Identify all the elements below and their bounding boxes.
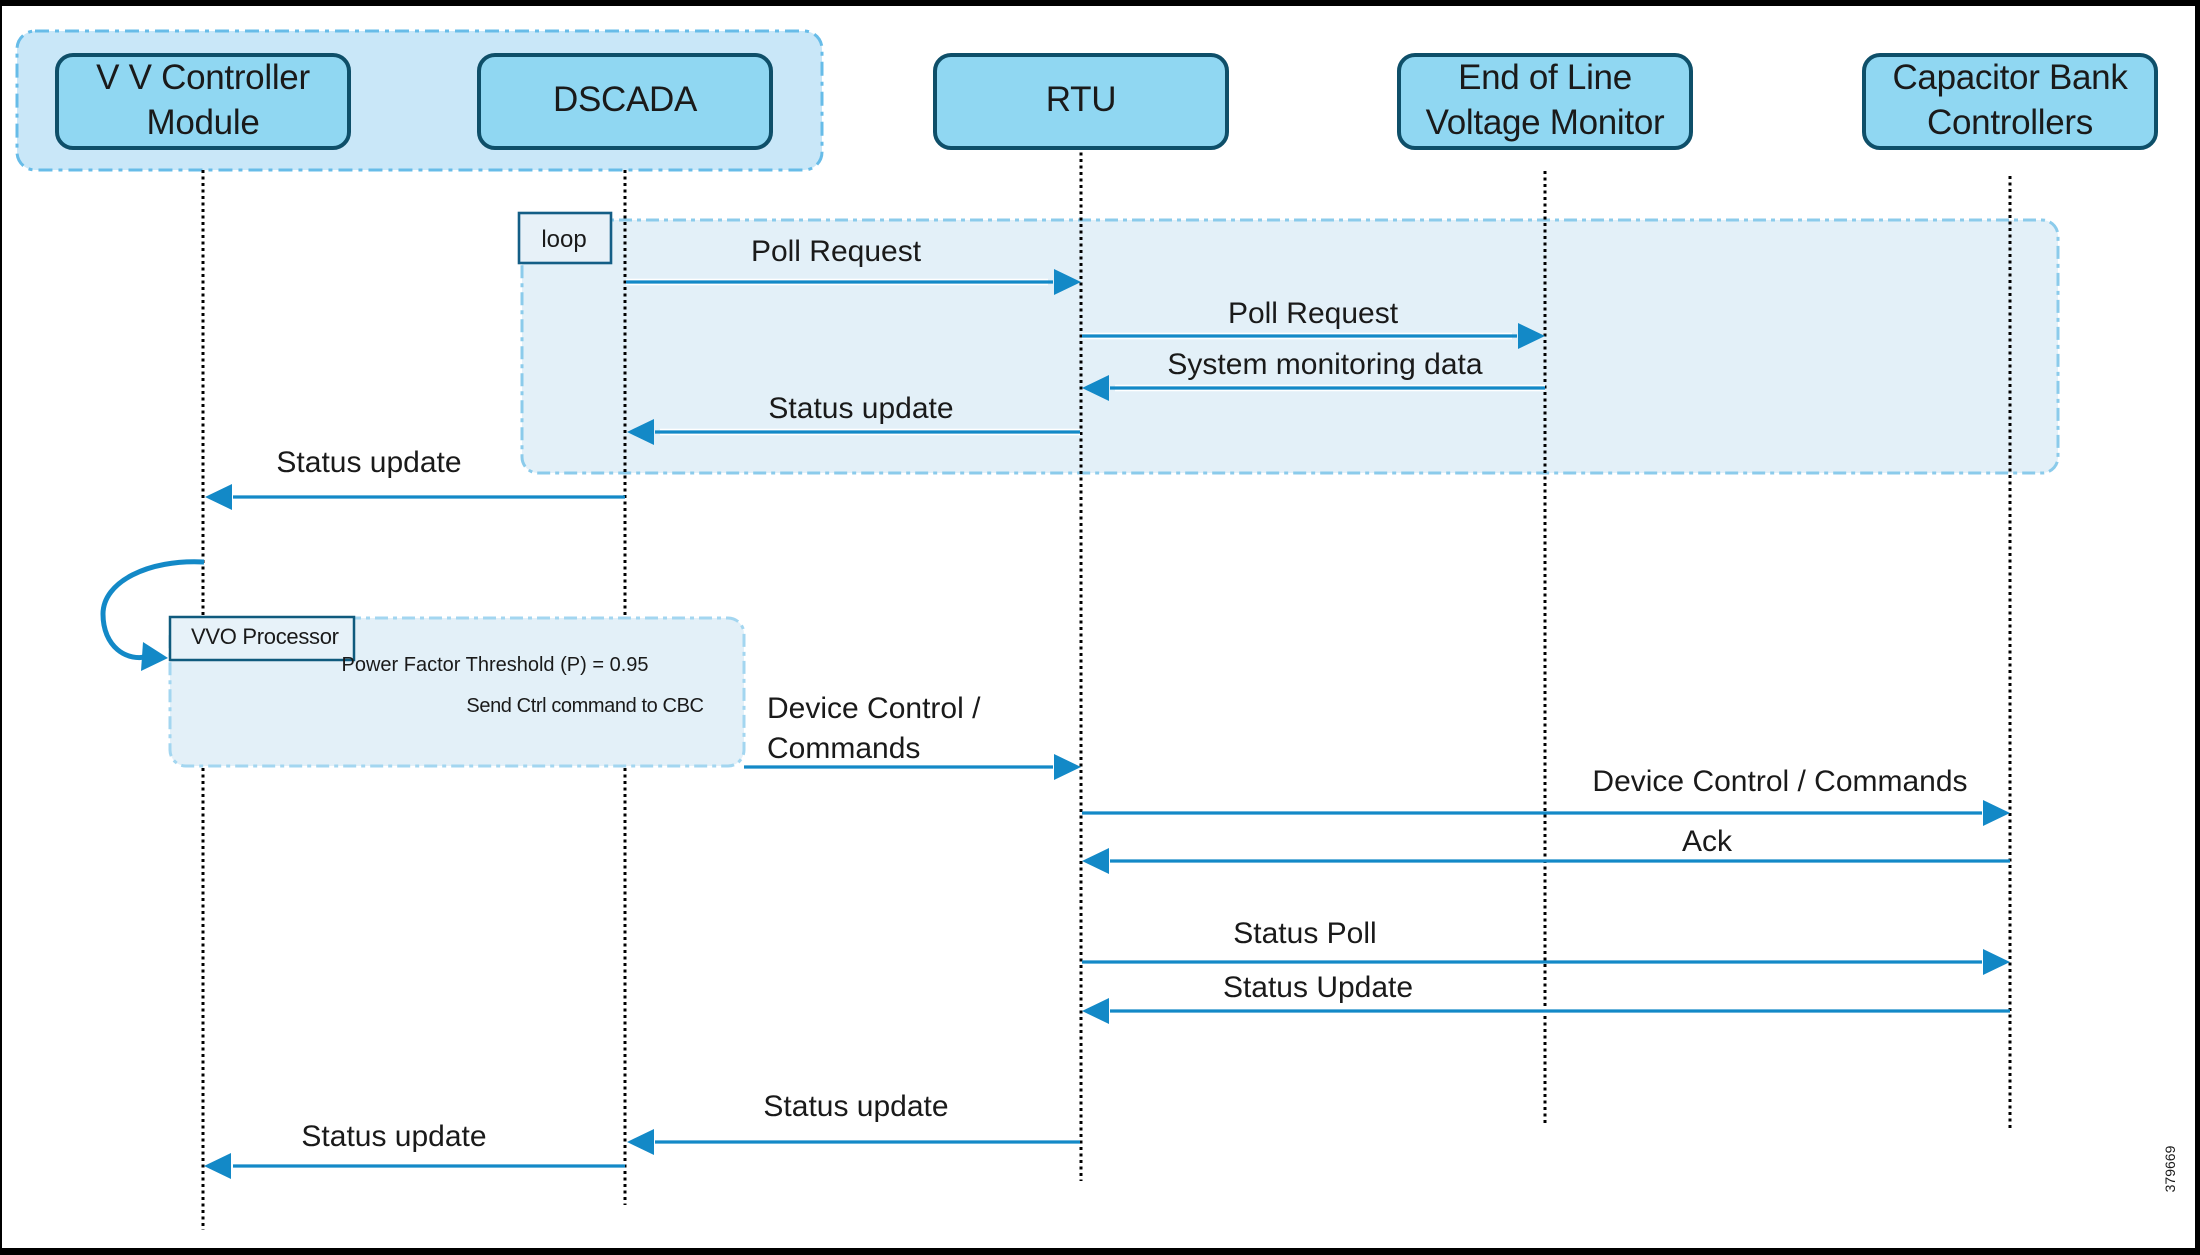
svg-text:Status update: Status update [301,1120,486,1153]
svg-text:Ack: Ack [1682,825,1733,858]
svg-text:Commands: Commands [767,732,920,765]
svg-text:Voltage Monitor: Voltage Monitor [1426,103,1665,142]
svg-text:VVO Processor: VVO Processor [191,624,339,649]
svg-text:Poll Request: Poll Request [1228,297,1399,330]
svg-text:Capacitor Bank: Capacitor Bank [1892,58,2128,97]
svg-text:RTU: RTU [1046,80,1116,119]
svg-text:System monitoring data: System monitoring data [1167,348,1482,381]
svg-text:Status update: Status update [768,392,953,425]
svg-text:V V Controller: V V Controller [96,58,310,97]
svg-text:Controllers: Controllers [1927,103,2093,142]
svg-text:379669: 379669 [2162,1145,2178,1192]
svg-text:Status update: Status update [276,446,461,479]
svg-text:Device Control /: Device Control / [767,692,981,725]
svg-text:End of Line: End of Line [1458,58,1632,97]
svg-text:Power Factor Threshold (P) = 0: Power Factor Threshold (P) = 0.95 [342,654,649,676]
svg-text:loop: loop [541,226,586,253]
svg-text:Status update: Status update [763,1090,948,1123]
svg-text:Poll Request: Poll Request [751,235,922,268]
svg-text:Module: Module [147,103,260,142]
svg-text:Status Poll: Status Poll [1233,917,1376,950]
svg-text:DSCADA: DSCADA [553,80,698,119]
svg-text:Device Control / Commands: Device Control / Commands [1592,765,1967,798]
svg-text:Status Update: Status Update [1223,971,1413,1004]
svg-text:Send Ctrl command to CBC: Send Ctrl command to CBC [466,695,703,717]
